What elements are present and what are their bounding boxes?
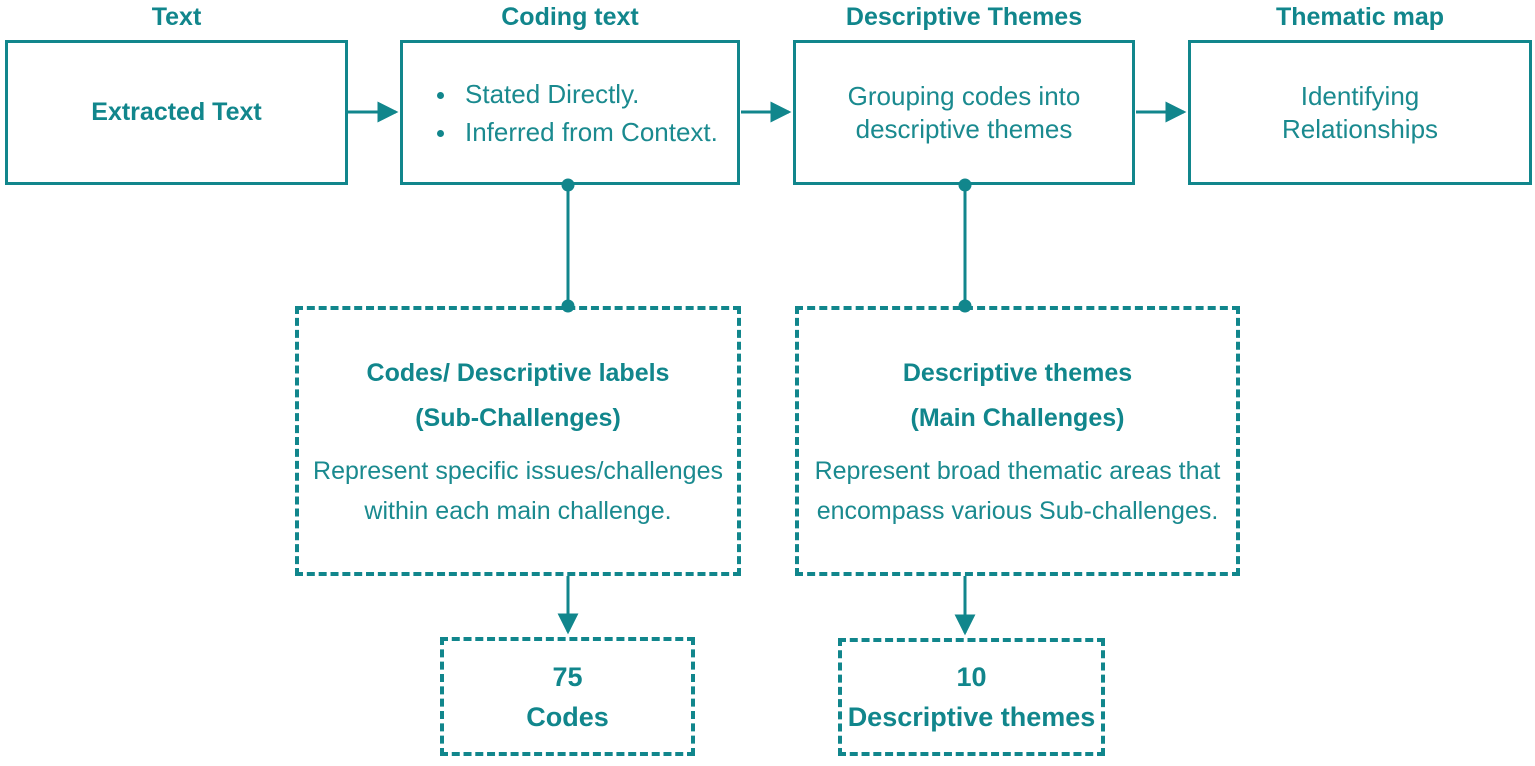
count-box-descriptive-themes[interactable]: 10 Descriptive themes	[838, 638, 1105, 756]
detail-box-themes-description: Represent broad thematic areas that enco…	[814, 457, 1221, 525]
stage-box-grouping-codes[interactable]: Grouping codes into descriptive themes	[793, 40, 1135, 185]
coding-text-bullet-item: Inferred from Context.	[425, 113, 737, 151]
stage-box-coding-text[interactable]: Stated Directly. Inferred from Context.	[400, 40, 740, 185]
detail-box-codes-title-line1: Codes/ Descriptive labels	[366, 359, 670, 387]
stage-box-extracted-text[interactable]: Extracted Text	[5, 40, 348, 185]
detail-box-descriptive-themes[interactable]: Descriptive themes (Main Challenges) Rep…	[795, 306, 1240, 576]
column-title-descriptive-themes: Descriptive Themes	[845, 3, 1083, 31]
detail-box-themes-title-line1: Descriptive themes	[902, 359, 1133, 387]
stage-box-identifying-relationships[interactable]: Identifying Relationships	[1188, 40, 1532, 185]
stage-box-grouping-codes-label: Grouping codes into descriptive themes	[847, 80, 1081, 144]
count-box-codes[interactable]: 75 Codes	[440, 637, 695, 756]
count-box-codes-number: 75	[552, 661, 583, 692]
stage-box-identifying-relationships-label: Identifying Relationships	[1281, 80, 1439, 144]
stage-box-extracted-text-label: Extracted Text	[91, 98, 262, 126]
column-title-thematic-map: Thematic map	[1275, 3, 1445, 31]
detail-box-codes-description: Represent specific issues/challenges wit…	[313, 457, 723, 525]
column-title-text: Text	[151, 3, 202, 31]
coding-text-bullet-item: Stated Directly.	[425, 75, 737, 113]
coding-text-bullet-list: Stated Directly. Inferred from Context.	[403, 75, 737, 151]
detail-box-codes-descriptive-labels[interactable]: Codes/ Descriptive labels (Sub-Challenge…	[295, 306, 741, 576]
count-box-themes-label: Descriptive themes	[847, 702, 1096, 732]
detail-box-themes-title-line2: (Main Challenges)	[910, 404, 1125, 432]
count-box-codes-label: Codes	[526, 701, 609, 732]
count-box-themes-number: 10	[956, 662, 987, 692]
detail-box-codes-title-line2: (Sub-Challenges)	[415, 404, 621, 432]
column-title-coding-text: Coding text	[501, 3, 639, 31]
